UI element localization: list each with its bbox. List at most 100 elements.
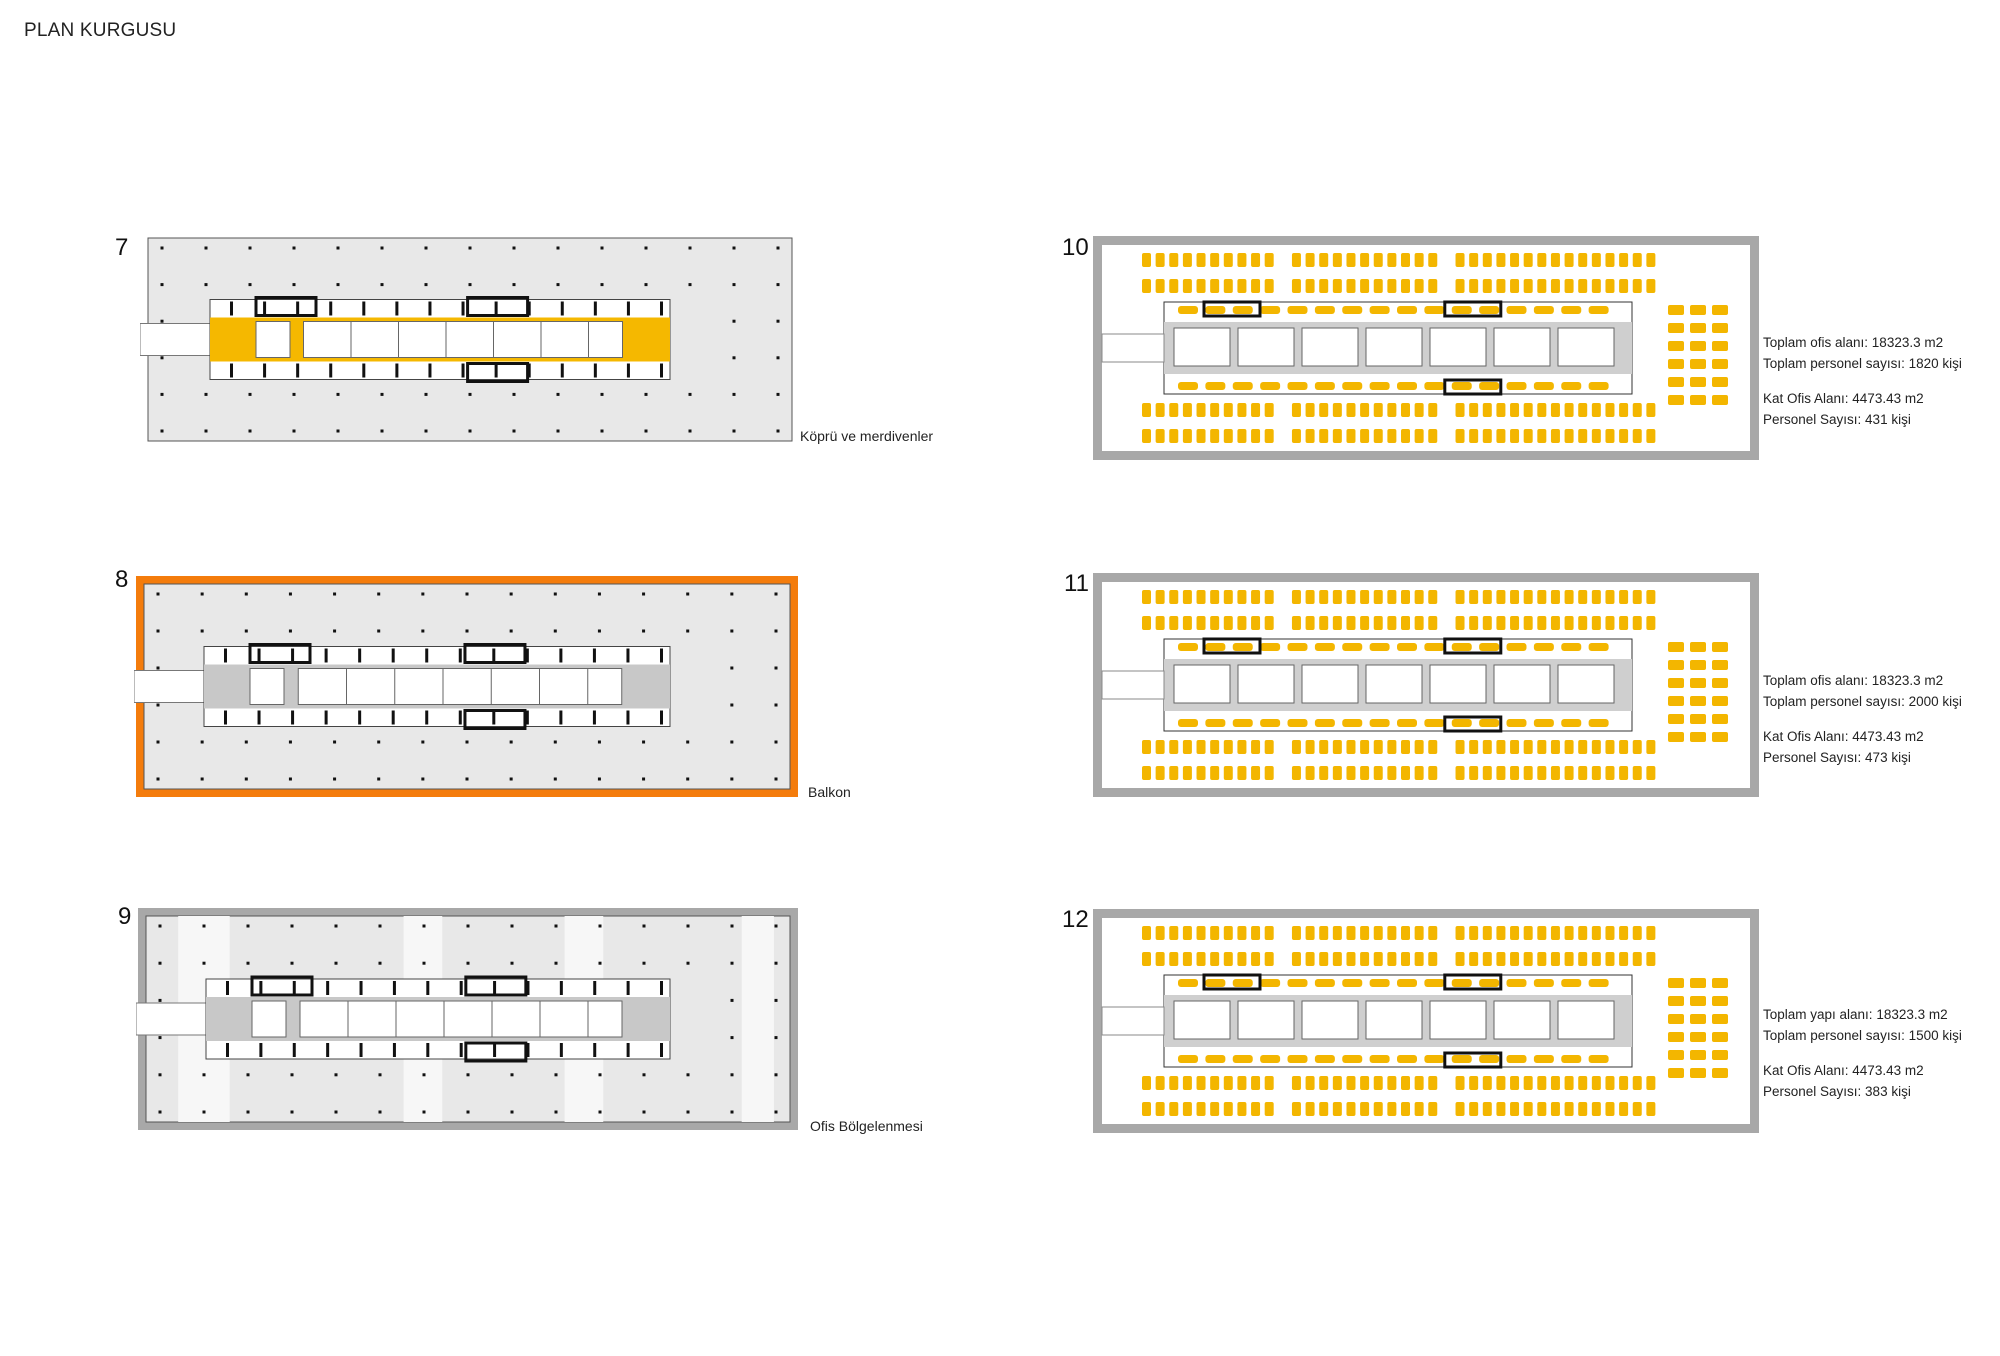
desk <box>1605 616 1615 630</box>
desk <box>1619 740 1629 754</box>
column <box>160 429 164 433</box>
column <box>510 1110 514 1114</box>
wall-tick <box>527 301 531 316</box>
wall-tick <box>263 363 267 378</box>
desk <box>1646 766 1656 780</box>
desk <box>1605 1102 1615 1116</box>
desk <box>1314 643 1335 651</box>
desk <box>1182 429 1192 443</box>
desk <box>1155 279 1165 293</box>
desk <box>1591 279 1601 293</box>
desk <box>1712 1050 1728 1060</box>
desk <box>1712 660 1728 670</box>
column <box>644 246 648 250</box>
desk <box>1305 740 1315 754</box>
desk <box>1369 1055 1390 1063</box>
desk <box>1632 253 1642 267</box>
desk <box>1182 616 1192 630</box>
column <box>556 392 560 396</box>
desk <box>1455 616 1465 630</box>
desk <box>1387 429 1397 443</box>
column <box>336 392 340 396</box>
desk <box>1237 1076 1247 1090</box>
room <box>587 1000 623 1038</box>
column <box>158 1110 162 1114</box>
desk <box>1496 403 1506 417</box>
column <box>378 924 382 928</box>
column <box>378 1110 382 1114</box>
column <box>776 429 780 433</box>
desk <box>1223 1076 1233 1090</box>
column <box>377 592 381 596</box>
stat-floor-staff: Personel Sayısı: 383 kişi <box>1763 1084 1911 1099</box>
column <box>202 924 206 928</box>
column <box>642 1110 646 1114</box>
desk <box>1332 740 1342 754</box>
column <box>554 924 558 928</box>
desk <box>1712 1032 1728 1042</box>
desk <box>1182 952 1192 966</box>
desk <box>1561 1055 1582 1063</box>
room <box>1557 1000 1615 1040</box>
wall-tick <box>527 363 531 378</box>
desk <box>1482 429 1492 443</box>
desk <box>1578 403 1588 417</box>
room <box>1365 1000 1423 1040</box>
wall-tick <box>230 363 233 378</box>
wall-tick <box>593 363 597 378</box>
desk <box>1155 253 1165 267</box>
wall-tick <box>358 710 362 725</box>
column <box>642 629 646 633</box>
wall-tick <box>395 363 399 378</box>
column <box>465 740 469 744</box>
desk <box>1260 979 1281 987</box>
desk <box>1373 926 1383 940</box>
desk <box>1578 740 1588 754</box>
column <box>554 961 558 965</box>
column <box>512 246 516 250</box>
desk <box>1264 403 1274 417</box>
room <box>1173 664 1231 704</box>
desk <box>1428 429 1438 443</box>
wall-tick <box>230 301 233 316</box>
desk <box>1523 952 1533 966</box>
desk <box>1550 429 1560 443</box>
desk <box>1232 306 1253 314</box>
desk <box>1482 590 1492 604</box>
room <box>1237 327 1295 367</box>
desk <box>1690 732 1706 742</box>
room <box>1237 1000 1295 1040</box>
desk <box>1319 1102 1329 1116</box>
desk <box>1360 590 1370 604</box>
desk <box>1482 926 1492 940</box>
desk <box>1196 429 1206 443</box>
stair-core <box>1443 1051 1503 1069</box>
column <box>246 1110 250 1114</box>
desk <box>1346 740 1356 754</box>
desk <box>1523 740 1533 754</box>
desk <box>1369 979 1390 987</box>
column <box>160 246 164 250</box>
desk <box>1588 1055 1609 1063</box>
column <box>730 1036 734 1040</box>
wall-tick <box>660 1043 663 1057</box>
desk <box>1668 377 1684 387</box>
desk <box>1668 1050 1684 1060</box>
desk <box>1287 979 1308 987</box>
column <box>465 629 469 633</box>
desk <box>1668 341 1684 351</box>
desk <box>1537 740 1547 754</box>
stair-core <box>1443 973 1503 991</box>
desk <box>1342 979 1363 987</box>
desk <box>1564 952 1574 966</box>
desk <box>1482 952 1492 966</box>
desk <box>1646 279 1656 293</box>
desk <box>1205 719 1226 727</box>
desk <box>1155 1076 1165 1090</box>
desk <box>1605 1076 1615 1090</box>
wall-tick <box>359 1043 363 1057</box>
desk <box>1510 616 1520 630</box>
room <box>540 321 596 358</box>
desk <box>1155 952 1165 966</box>
desk <box>1360 1102 1370 1116</box>
